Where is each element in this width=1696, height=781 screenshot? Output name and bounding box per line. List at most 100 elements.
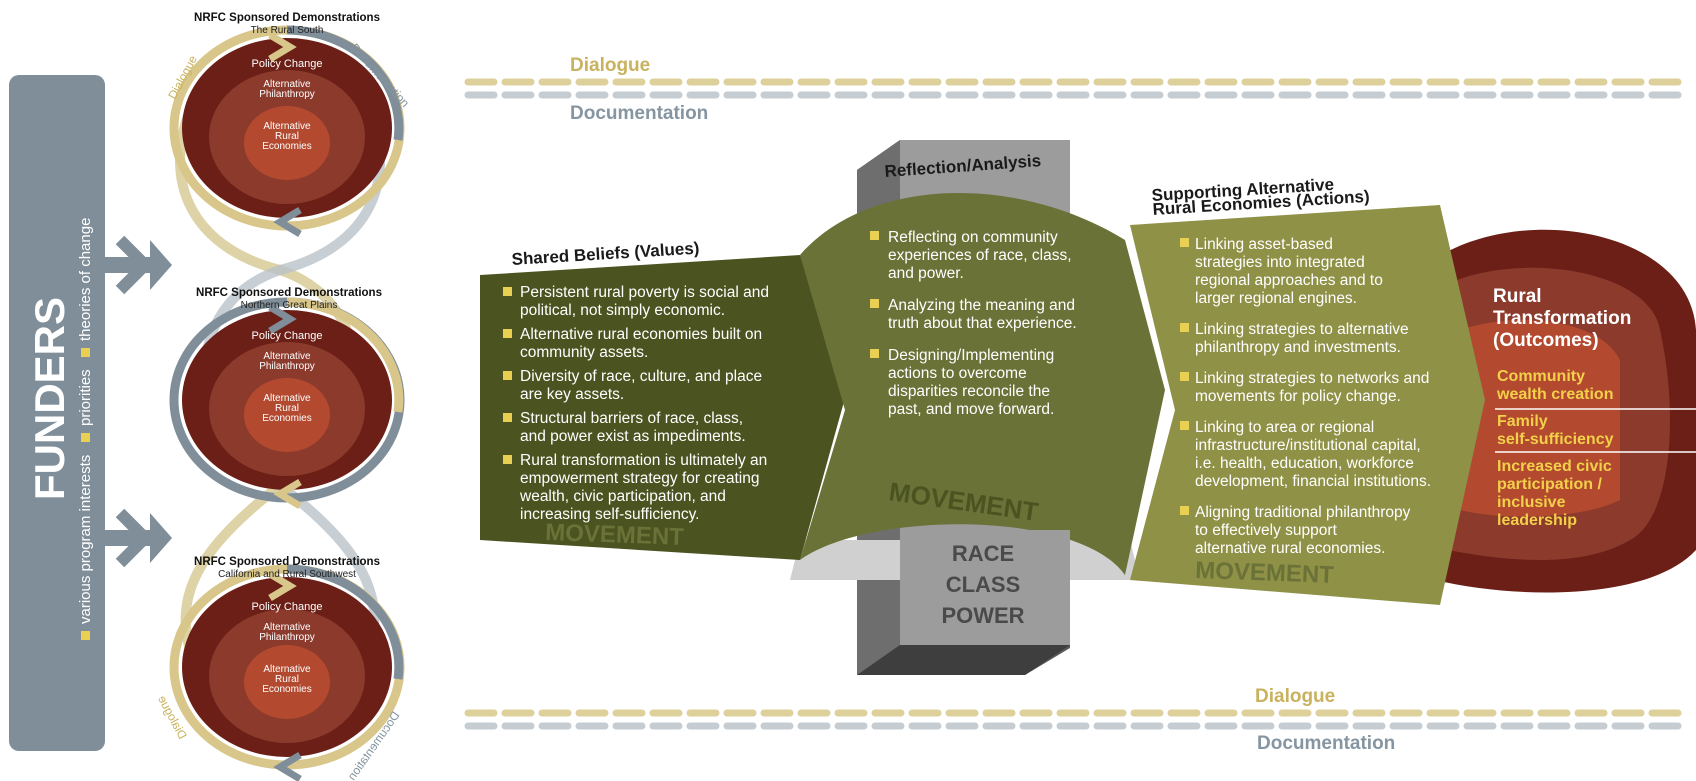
outcome-3-line-3: inclusive (1497, 494, 1566, 511)
pillar-class: CLASS (946, 572, 1021, 597)
reflection-analysis-panel: Reflection/Analysis Reflecting on commun… (800, 151, 1165, 576)
shared-beliefs-movement: MOVEMENT (545, 519, 685, 551)
reflection-2-line-1: Analyzing the meaning and (888, 297, 1075, 314)
ring-policy-change: Policy Change (252, 330, 323, 342)
funders-title: FUNDERS (26, 297, 73, 500)
ring-economies-1: Alternative (263, 393, 311, 404)
funders-item-theories: theories of change (77, 218, 94, 341)
outcomes-title-1: Rural (1493, 286, 1542, 307)
outcomes-title-3: (Outcomes) (1493, 330, 1599, 351)
ring-economies-2: Rural (275, 131, 299, 142)
reflection-2-line-2: truth about that experience. (888, 315, 1077, 332)
support-4-line-1: Linking to area or regional (1195, 419, 1374, 436)
belief-5-line-1: Rural transformation is ultimately an (520, 452, 767, 469)
reflection-1-line-1: Reflecting on community (888, 229, 1058, 246)
ring-philanthropy-1: Alternative (263, 622, 311, 633)
support-5-line-3: alternative rural economies. (1195, 540, 1385, 557)
support-1-line-3: regional approaches and to (1195, 272, 1383, 289)
support-1-line-2: strategies into integrated (1195, 254, 1365, 271)
support-5-line-2: to effectively support (1195, 522, 1338, 539)
support-2-line-1: Linking strategies to alternative (1195, 321, 1409, 338)
reflection-3-line-4: past, and move forward. (888, 401, 1054, 418)
outcome-1-line-2: wealth creation (1496, 386, 1613, 403)
top-dialogue-label: Dialogue (570, 55, 650, 76)
belief-5-line-4: increasing self-sufficiency. (520, 506, 699, 523)
outcome-1-line-1: Community (1497, 368, 1585, 385)
ring-economies-3: Economies (262, 141, 311, 152)
ring-philanthropy-1: Alternative (263, 79, 311, 90)
reflection-3-line-2: actions to overcome (888, 365, 1027, 382)
ring-policy-change: Policy Change (252, 601, 323, 613)
supporting-economies-panel: Supporting Alternative Rural Economies (… (1130, 175, 1485, 605)
support-1-line-4: larger regional engines. (1195, 290, 1357, 307)
ring-philanthropy-1: Alternative (263, 351, 311, 362)
pillar-race: RACE (952, 541, 1014, 566)
belief-3-line-1: Diversity of race, culture, and place (520, 368, 762, 385)
demonstration-rings-plains: NRFC Sponsored Demonstrations Northern G… (169, 287, 405, 510)
support-1-line-1: Linking asset-based (1195, 236, 1333, 253)
support-3-line-2: movements for policy change. (1195, 388, 1401, 405)
ring-philanthropy-2: Philanthropy (259, 89, 315, 100)
support-4-line-4: development, financial institutions. (1195, 473, 1431, 490)
belief-1-line-2: political, not simply economic. (520, 302, 725, 319)
shared-beliefs-panel: Shared Beliefs (Values) Persistent rural… (480, 239, 850, 560)
bottom-band: Dialogue Documentation (464, 686, 1684, 754)
support-4-line-3: i.e. health, education, workforce (1195, 455, 1414, 472)
ring-economies-2: Rural (275, 403, 299, 414)
reflection-bullets: Reflecting on community experiences of r… (870, 229, 1077, 418)
reflection-3-line-1: Designing/Implementing (888, 347, 1054, 364)
funders-item-program-interests: various program interests (77, 455, 94, 624)
funders-arrow-2 (105, 508, 172, 568)
support-2-line-2: philanthropy and investments. (1195, 339, 1401, 356)
outcomes-panel: Rural Transformation (Outcomes) Communit… (1430, 229, 1696, 593)
pillar-power: POWER (941, 603, 1024, 628)
pillar-front: RACE CLASS POWER (900, 530, 1070, 645)
belief-4-line-1: Structural barriers of race, class, (520, 410, 743, 427)
ring-economies-2: Rural (275, 674, 299, 685)
outcome-3-line-4: leadership (1497, 512, 1577, 529)
support-3-line-1: Linking strategies to networks and (1195, 370, 1429, 387)
demo-region: Northern Great Plains (241, 300, 338, 311)
support-4-line-2: infrastructure/institutional capital, (1195, 437, 1421, 454)
outcome-2-line-1: Family (1497, 413, 1548, 430)
belief-4-line-2: and power exist as impediments. (520, 428, 746, 445)
outcome-3-line-1: Increased civic (1497, 458, 1612, 475)
top-band: Dialogue Documentation (464, 55, 1684, 124)
reflection-1-line-2: experiences of race, class, (888, 247, 1072, 264)
supporting-bullets: Linking asset-based strategies into inte… (1180, 236, 1431, 557)
demo-title: NRFC Sponsored Demonstrations (194, 12, 380, 24)
ring-philanthropy-2: Philanthropy (259, 361, 315, 372)
belief-3-line-2: are key assets. (520, 386, 624, 403)
demo-title: NRFC Sponsored Demonstrations (194, 556, 380, 568)
funders-panel: FUNDERS various program interests priori… (9, 75, 105, 751)
ring-economies-3: Economies (262, 684, 311, 695)
outcome-3-line-2: participation / (1497, 476, 1602, 493)
ring-philanthropy-2: Philanthropy (259, 632, 315, 643)
demo-title: NRFC Sponsored Demonstrations (196, 287, 382, 299)
ring-policy-change: Policy Change (252, 58, 323, 70)
ring-economies-1: Alternative (263, 664, 311, 675)
bottom-dialogue-label: Dialogue (1255, 686, 1335, 707)
shared-beliefs-bullets: Persistent rural poverty is social and p… (503, 284, 769, 523)
belief-2-line-1: Alternative rural economies built on (520, 326, 762, 343)
belief-2-line-2: community assets. (520, 344, 648, 361)
reflection-3-line-3: disparities reconcile the (888, 383, 1050, 400)
outcome-2-line-2: self-sufficiency (1497, 431, 1614, 448)
demo-region: The Rural South (251, 25, 324, 36)
reflection-1-line-3: and power. (888, 265, 964, 282)
top-documentation-label: Documentation (570, 103, 708, 124)
funders-item-priorities: priorities (77, 369, 94, 426)
belief-5-line-3: wealth, civic participation, and (519, 488, 726, 505)
supporting-movement: MOVEMENT (1195, 557, 1335, 589)
belief-1-line-1: Persistent rural poverty is social and (520, 284, 769, 301)
funders-arrow-1 (105, 235, 172, 295)
bottom-documentation-label: Documentation (1257, 733, 1395, 754)
demo-region: California and Rural Southwest (218, 569, 356, 580)
ring-economies-3: Economies (262, 413, 311, 424)
outcomes-title-2: Transformation (1493, 308, 1631, 329)
belief-5-line-2: empowerment strategy for creating (520, 470, 760, 487)
ring-economies-1: Alternative (263, 121, 311, 132)
demonstration-rings-southwest: NRFC Sponsored Demonstrations California… (155, 556, 405, 781)
support-5-line-1: Aligning traditional philanthropy (1195, 504, 1411, 521)
